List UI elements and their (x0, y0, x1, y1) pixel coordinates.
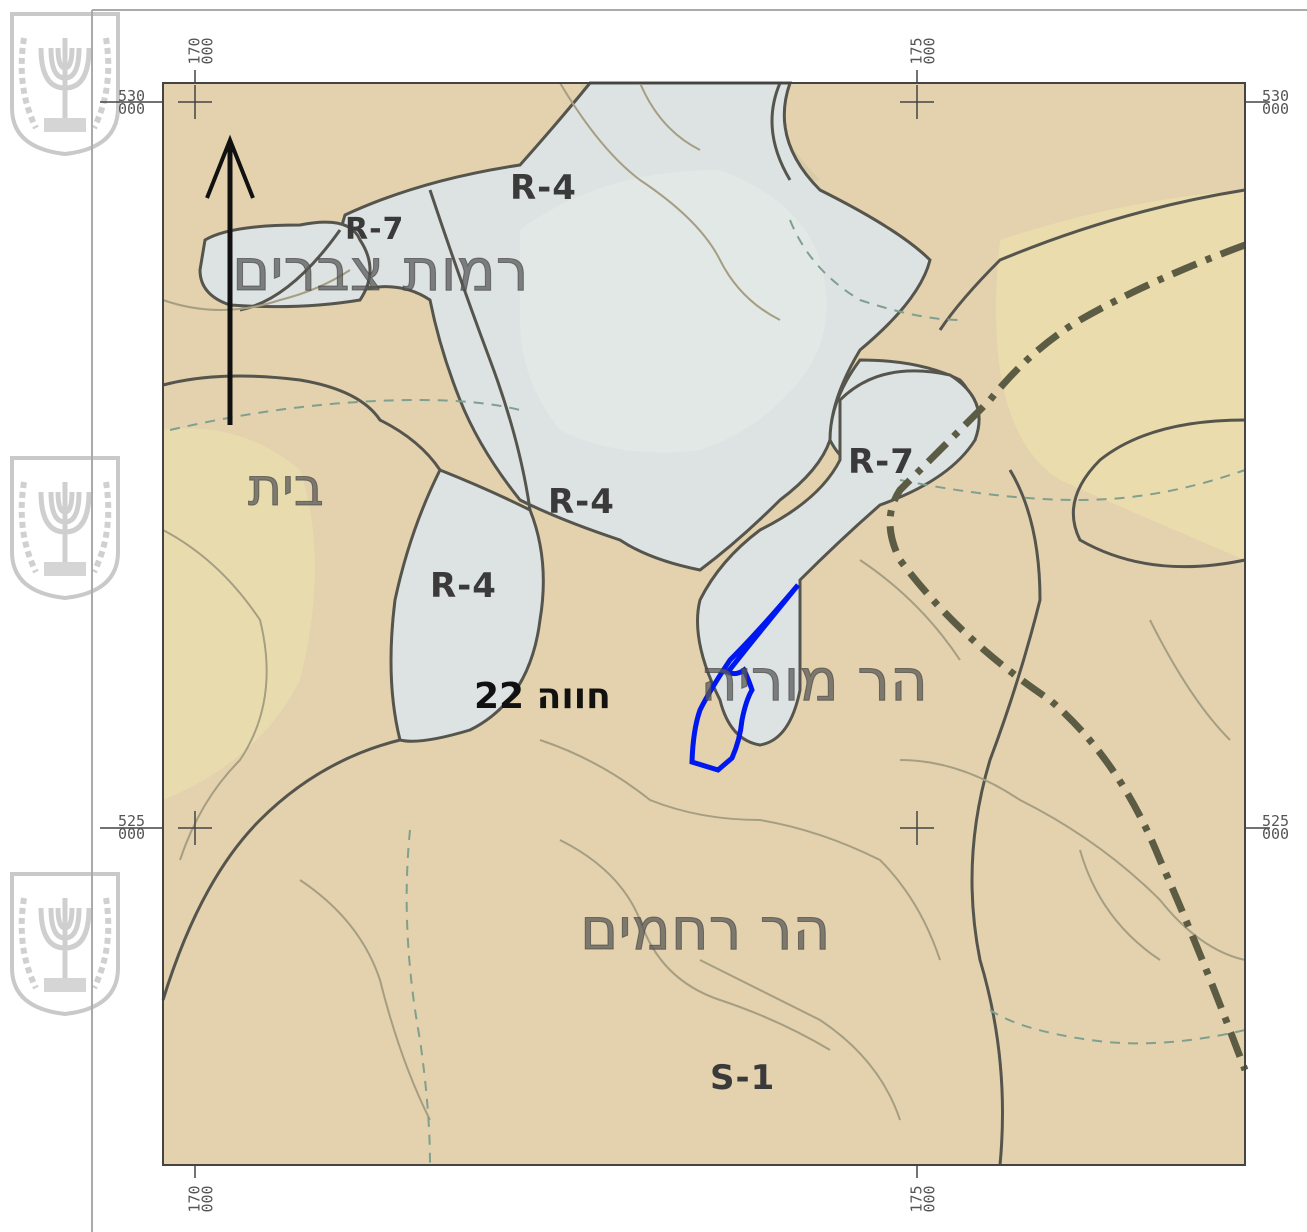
border-ticks (100, 70, 1270, 1178)
place-name-ramot-tzabarim: רמות צברים (232, 236, 530, 305)
state-emblem-icon (10, 872, 120, 1017)
dashed-lines (169, 219, 1246, 1166)
zone-label-r4-middle: R-4 (548, 482, 615, 522)
boundary-line (938, 188, 1246, 331)
place-name-har-moria: הר מוריה (700, 646, 929, 715)
site-outline (689, 583, 800, 773)
contour-lines (162, 82, 1246, 1121)
boundary-line (770, 82, 792, 181)
boundary-line (1071, 418, 1246, 569)
regional-road-line (886, 241, 1249, 1072)
boundary-line (161, 738, 401, 1001)
map-border (162, 82, 1246, 1166)
zone-label-r4-south: R-4 (430, 566, 497, 606)
boundary-line (162, 374, 442, 471)
place-name-har-rahamim: הר רחמים (580, 895, 832, 964)
site-label: חווה 22 (474, 676, 611, 717)
zone-area-upper-light (520, 170, 827, 453)
state-emblem-icon (10, 456, 120, 601)
boundary-line (428, 189, 532, 511)
place-name-beit: בית (248, 458, 325, 519)
zone-label-s1: S-1 (710, 1058, 776, 1098)
terrain-patch (163, 428, 315, 800)
zone-label-r7-west: R-7 (345, 212, 405, 247)
state-emblem-icon (10, 12, 120, 157)
zone-area-r4-south (389, 468, 545, 743)
grid-crosses (178, 85, 934, 845)
north-arrow-icon (205, 134, 255, 425)
zone-label-r7-east: R-7 (848, 442, 915, 482)
terrain-patch (996, 190, 1245, 560)
zone-label-r4-north: R-4 (510, 168, 577, 208)
